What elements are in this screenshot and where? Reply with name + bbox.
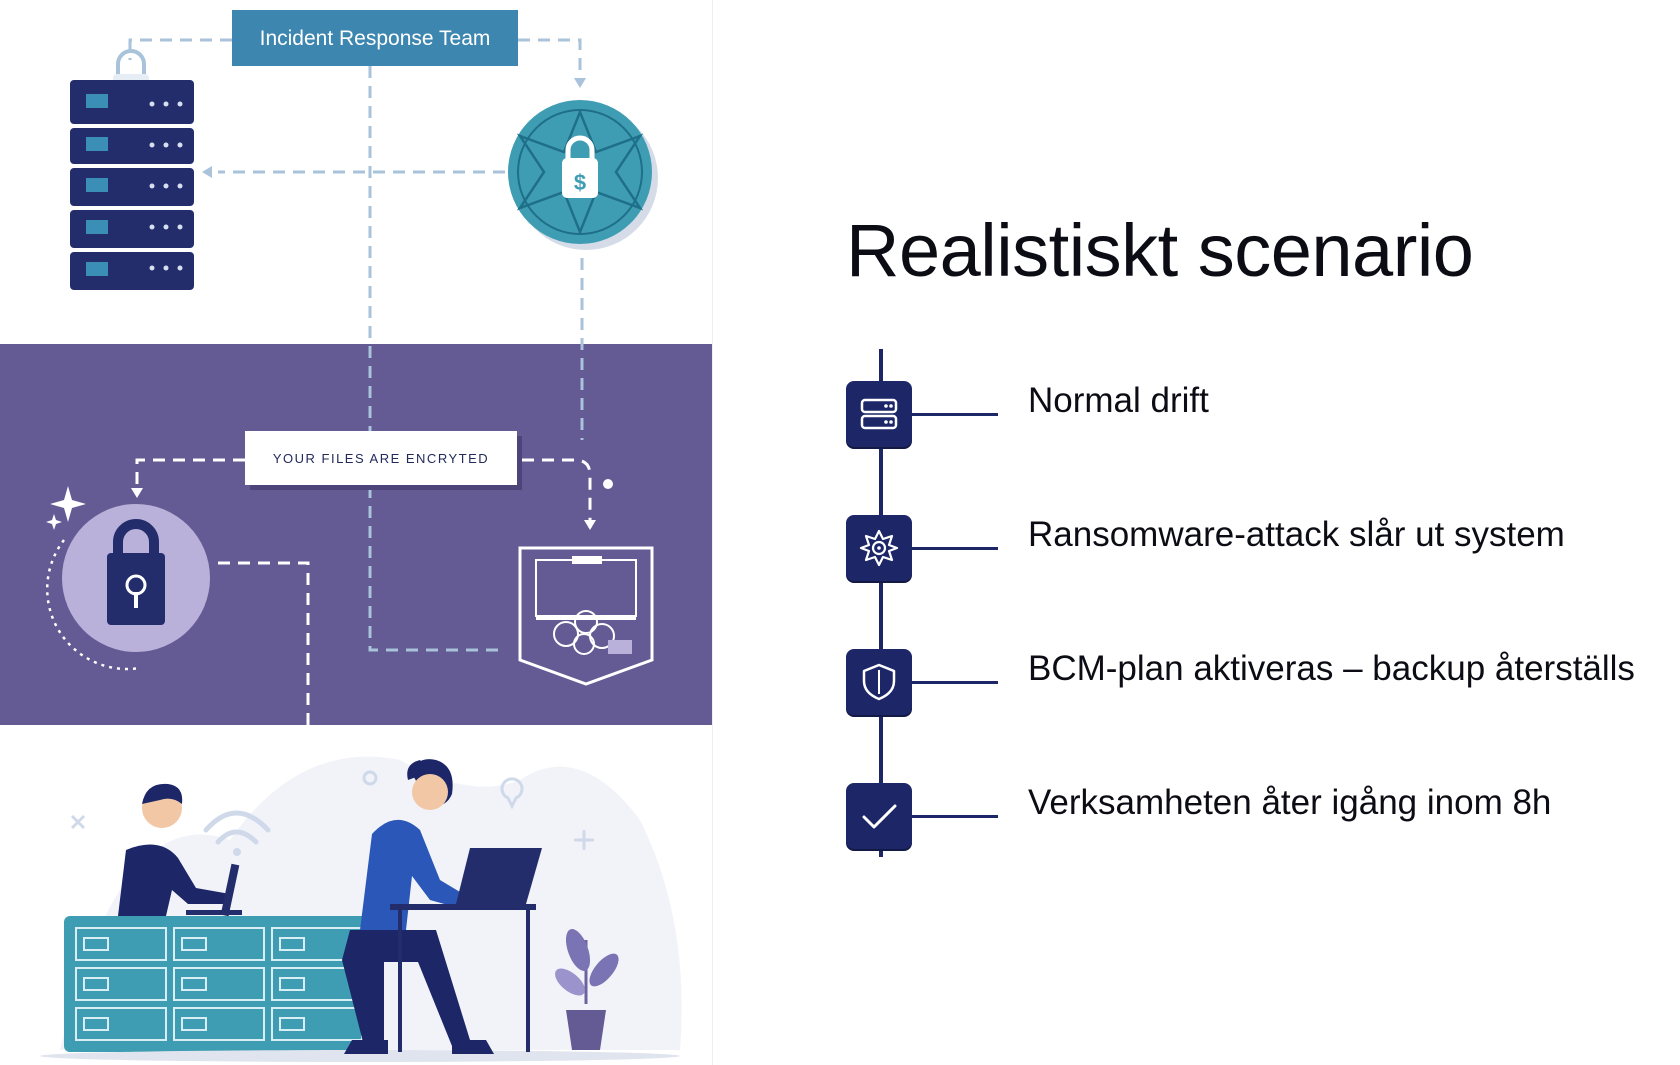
timeline-step-ransomware: Ransomware-attack slår ut system bbox=[840, 515, 1660, 585]
svg-text:$: $ bbox=[574, 170, 586, 195]
step-label: Ransomware-attack slår ut system bbox=[1028, 515, 1565, 554]
server-icon bbox=[846, 381, 912, 447]
team-banner-label: Incident Response Team bbox=[260, 27, 491, 50]
timeline-step-bcm-plan: BCM-plan aktiveras – backup återställs bbox=[840, 649, 1660, 719]
checkmark-icon bbox=[846, 783, 912, 849]
scenario-timeline: Normal drift Ransomware-attack slår ut s… bbox=[840, 345, 1660, 865]
person-with-laptop-icon bbox=[342, 759, 542, 1054]
slide-title: Realistiskt scenario bbox=[846, 209, 1474, 292]
step-label: BCM-plan aktiveras – backup återställs bbox=[1028, 649, 1635, 688]
server-rack-icon bbox=[70, 80, 194, 290]
step-label: Normal drift bbox=[1028, 381, 1209, 420]
ransomware-illustration: Incident Response Team $ YOUR FILES ARE … bbox=[0, 0, 712, 1065]
team-banner bbox=[232, 10, 518, 66]
step-label: Verksamheten åter igång inom 8h bbox=[1028, 783, 1552, 822]
storage-cabinets bbox=[64, 916, 370, 1052]
plant-icon bbox=[555, 929, 619, 1050]
timeline-step-back-in-business: Verksamheten åter igång inom 8h bbox=[840, 783, 1660, 853]
timeline-spine bbox=[879, 349, 883, 857]
locked-padlock-icon bbox=[45, 486, 210, 671]
step-connector bbox=[912, 413, 998, 416]
encrypted-screen-icon bbox=[518, 546, 654, 686]
ransomware-badge-icon: $ bbox=[508, 100, 658, 250]
panel-divider bbox=[712, 0, 713, 1065]
person-working-icon bbox=[118, 783, 271, 917]
shield-icon bbox=[846, 649, 912, 715]
step-connector bbox=[912, 815, 998, 818]
timeline-step-normal-drift: Normal drift bbox=[840, 381, 1660, 451]
ransom-note bbox=[245, 431, 517, 485]
ransom-note-label: YOUR FILES ARE ENCRYTED bbox=[273, 451, 489, 466]
step-connector bbox=[912, 547, 998, 550]
step-connector bbox=[912, 681, 998, 684]
virus-icon bbox=[846, 515, 912, 581]
